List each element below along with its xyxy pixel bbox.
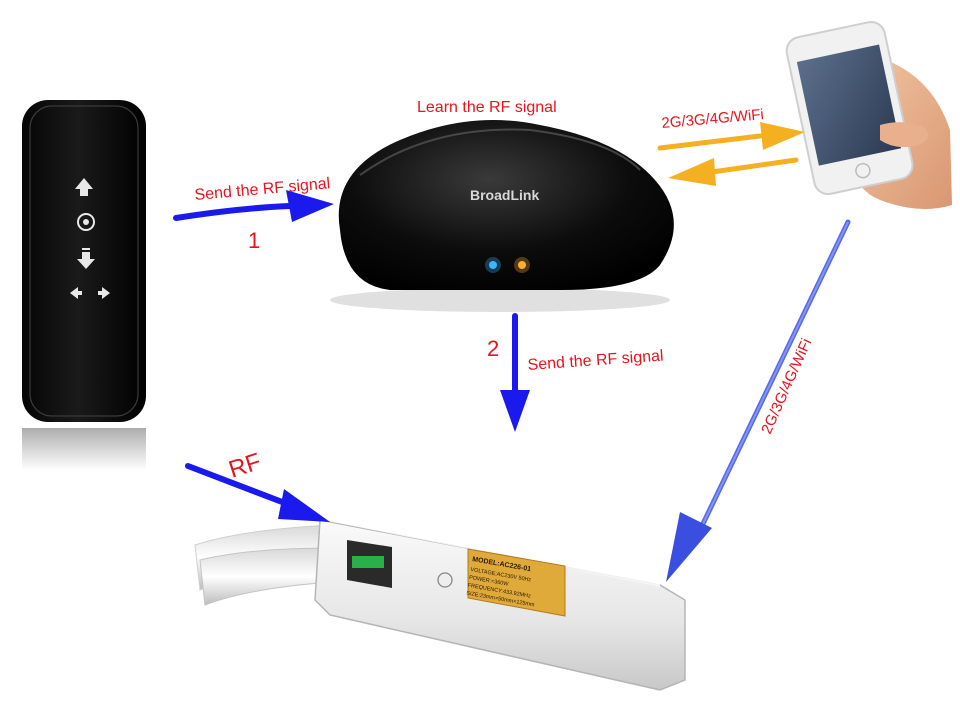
label-rf: RF (226, 448, 265, 484)
thumb (880, 122, 929, 148)
arrow-left-icon (70, 287, 82, 299)
arrow-hub-to-motor (500, 313, 530, 432)
hub-brand-logo: BroadLink (470, 187, 539, 203)
label-learn-rf: Learn the RF signal (417, 99, 557, 116)
curtain-motor: MODEL:AC226-01 VOLTAGE:AC230V 50Hz POWER… (194, 518, 686, 691)
arrow-phone-to-hub (668, 157, 799, 186)
label-send-rf-2: Send the RF signal (527, 348, 664, 374)
phone-screen (796, 44, 902, 166)
label-network-top: 2G/3G/4G/WiFi (661, 106, 765, 132)
arrow-phone-to-motor (666, 219, 851, 582)
broadlink-hub: BroadLink (330, 120, 674, 312)
smartphone-in-hand (785, 21, 952, 209)
motor-spec-label (467, 548, 566, 617)
label-step-1: 1 (248, 228, 260, 253)
rf-remote-control (22, 100, 146, 470)
arrow-up-icon (75, 178, 93, 196)
arrow-rf-remote-to-motor (185, 463, 330, 522)
motor-cable-2 (199, 547, 333, 606)
arrow-hub-to-phone (657, 122, 805, 151)
label-step-2: 2 (487, 336, 499, 361)
hub-body (338, 120, 674, 290)
hub-status-led-orange (518, 261, 526, 269)
remote-reflection (22, 428, 146, 470)
motor-housing (314, 519, 686, 691)
hub-status-led-blue (489, 261, 497, 269)
arrow-down-icon (77, 248, 95, 269)
arrow-remote-to-hub (173, 190, 334, 222)
circle-stop-icon (77, 213, 95, 231)
arrow-right-icon (98, 287, 110, 299)
phone-home-button (855, 162, 871, 179)
